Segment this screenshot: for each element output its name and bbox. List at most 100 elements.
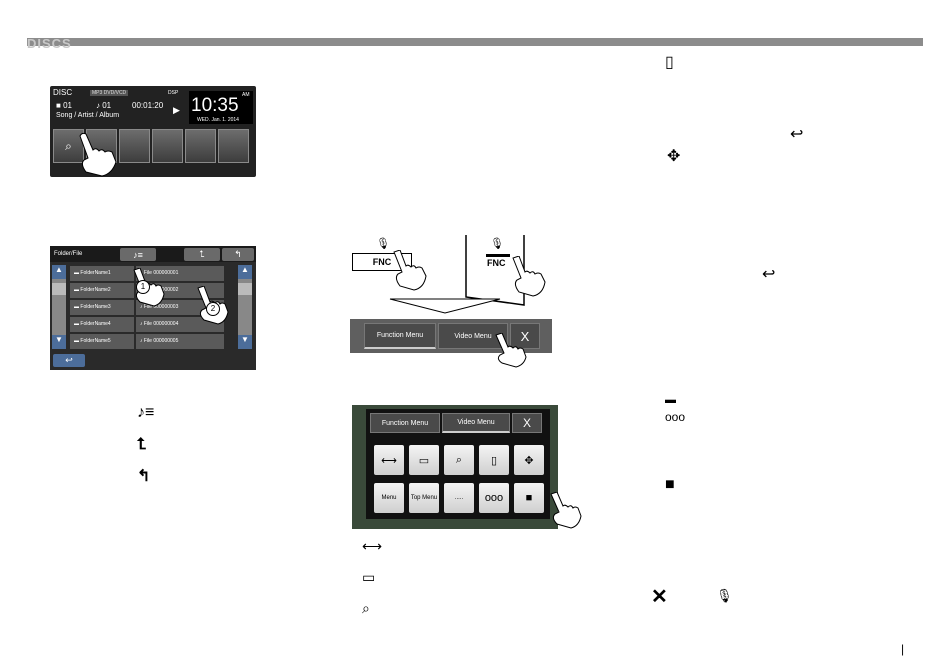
film-icon: ▯ bbox=[665, 54, 674, 71]
play-icon: ▶ bbox=[173, 105, 180, 115]
cursor-icon: ✥ bbox=[524, 454, 534, 467]
audio-button[interactable]: ooo bbox=[479, 483, 509, 513]
folder-icon: ■ bbox=[56, 101, 61, 110]
blank-button-6[interactable] bbox=[218, 129, 249, 163]
file-item[interactable]: ♪ File 000000004 bbox=[136, 317, 224, 332]
camera-icon: ■ bbox=[525, 492, 533, 504]
blank-button-3[interactable] bbox=[119, 129, 150, 163]
scroll-thumb[interactable] bbox=[52, 283, 66, 295]
tag-info: Song / Artist / Album bbox=[56, 112, 120, 119]
list-title: Folder/File bbox=[54, 251, 83, 257]
picture-adjust-icon: ▭ bbox=[418, 454, 430, 467]
folder-item[interactable]: ▬ FolderName4 bbox=[70, 317, 134, 332]
function-menu-tab[interactable]: Function Menu bbox=[364, 323, 436, 349]
film-button[interactable]: ▯ bbox=[479, 445, 509, 475]
folder-up-icon: ⮤ bbox=[199, 249, 205, 259]
close-button[interactable]: X bbox=[510, 323, 540, 349]
note-icon: ♪ bbox=[96, 101, 100, 110]
folder-item[interactable]: ▬ FolderName1 bbox=[70, 266, 134, 281]
cursor-button[interactable]: ✥ bbox=[514, 445, 544, 475]
hand-pointer-icon bbox=[393, 250, 427, 291]
mic-icon: 🎙 bbox=[490, 238, 504, 250]
blank-button-5[interactable] bbox=[185, 129, 216, 163]
picture-adjust-button[interactable]: ▭ bbox=[409, 445, 439, 475]
function-bar: Function Menu Video Menu X bbox=[350, 319, 552, 353]
mic-icon: 🎙 bbox=[376, 238, 390, 250]
return-icon: ↩ bbox=[65, 355, 73, 365]
clock-time: 10:35 bbox=[191, 95, 239, 116]
dsp-label: DSP bbox=[168, 90, 179, 96]
film-icon: ▯ bbox=[490, 454, 498, 467]
play-time: 00:01:20 bbox=[132, 101, 164, 110]
angle-button[interactable]: ■ bbox=[514, 483, 544, 513]
fnc-button-left[interactable]: FNC bbox=[352, 253, 412, 271]
track-number: ♪ 01 bbox=[96, 101, 112, 110]
return-button[interactable]: ↩ bbox=[53, 354, 85, 367]
cursor-icon: ✥ bbox=[667, 148, 681, 165]
folder-up-icon: ⮤ bbox=[137, 436, 147, 453]
hand-pointer-icon bbox=[512, 256, 546, 297]
music-list-icon: ♪≡ bbox=[133, 249, 143, 260]
scroll-up-icon[interactable]: ▲ bbox=[52, 265, 66, 279]
music-list-button[interactable]: ♪≡ bbox=[120, 248, 156, 261]
folder-item[interactable]: ▬ FolderName5 bbox=[70, 334, 134, 349]
folder-back-button[interactable]: ↰ bbox=[222, 248, 254, 261]
fnc-label-right[interactable]: FNC bbox=[487, 258, 506, 268]
folder-file-list-screen: Folder/File ♪≡ ⮤ ↰ ▲ ▼ ▲ ▼ ▬ FolderName1… bbox=[50, 246, 256, 370]
down-arrow-indicator bbox=[389, 298, 501, 314]
video-menu-panel: Function Menu Video Menu X ⟷ ▭ ⌕ ▯ ✥ Men… bbox=[352, 405, 558, 529]
disc-playback-screen: DISC MP3 DVD/VCD DSP ■ 01 ♪ 01 00:01:20 … bbox=[50, 86, 256, 177]
folder-item[interactable]: ▬ FolderName2 bbox=[70, 283, 134, 298]
source-label: DISC bbox=[53, 88, 73, 97]
top-menu-button[interactable]: Top Menu bbox=[409, 483, 439, 513]
header-bar bbox=[27, 38, 923, 46]
video-menu-tab[interactable]: Video Menu bbox=[438, 323, 508, 349]
callout-1: 1 bbox=[136, 280, 150, 294]
folder-item[interactable]: ▬ FolderName3 bbox=[70, 300, 134, 315]
right-scrollbar[interactable]: ▲ ▼ bbox=[238, 265, 252, 349]
function-menu-tab[interactable]: Function Menu bbox=[370, 413, 440, 433]
clock-date: WED. Jan. 1. 2014 bbox=[197, 117, 239, 123]
scroll-down-icon[interactable]: ▼ bbox=[238, 335, 252, 349]
subtitle-button[interactable]: ..... bbox=[444, 483, 474, 513]
hand-pointer-icon bbox=[79, 132, 117, 177]
scroll-thumb[interactable] bbox=[238, 283, 252, 295]
hand-pointer-icon bbox=[550, 492, 582, 529]
menu-button[interactable]: Menu bbox=[374, 483, 404, 513]
audio-icon: ooo bbox=[484, 492, 504, 504]
file-list: ▬ FolderName1 ♪ File 000000001 ▬ FolderN… bbox=[70, 266, 224, 351]
fnc-key-bar bbox=[486, 254, 510, 257]
picture-adjust-icon: ▭ bbox=[362, 569, 376, 585]
search-button[interactable]: ⌕ bbox=[53, 129, 84, 163]
search-icon: ⌕ bbox=[65, 138, 72, 153]
callout-2: 2 bbox=[206, 302, 220, 316]
aspect-button[interactable]: ⟷ bbox=[374, 445, 404, 475]
scroll-up-icon[interactable]: ▲ bbox=[238, 265, 252, 279]
folder-back-icon: ↰ bbox=[137, 468, 151, 485]
zoom-button[interactable]: ⌕ bbox=[444, 445, 474, 475]
subtitle-icon: ▬ bbox=[665, 394, 676, 406]
audio-icon: ooo bbox=[665, 410, 686, 424]
page-number-bar: | bbox=[901, 642, 905, 656]
blank-button-4[interactable] bbox=[152, 129, 183, 163]
aspect-icon: ⟷ bbox=[381, 454, 397, 467]
zoom-icon: ⌕ bbox=[362, 600, 370, 616]
close-button[interactable]: X bbox=[512, 413, 542, 433]
hand-pointer-icon bbox=[495, 333, 527, 368]
scroll-down-icon[interactable]: ▼ bbox=[52, 335, 66, 349]
music-list-icon: ♪≡ bbox=[137, 404, 155, 421]
ampm-label: AM bbox=[242, 92, 250, 98]
clock-box: AM 10:35 WED. Jan. 1. 2014 bbox=[189, 91, 253, 124]
folder-up-button[interactable]: ⮤ bbox=[184, 248, 220, 261]
close-icon: ✕ bbox=[651, 586, 668, 608]
file-item[interactable]: ♪ File 000000005 bbox=[136, 334, 224, 349]
folder-number: ■ 01 bbox=[56, 101, 72, 110]
list-row: ▬ FolderName4 ♪ File 000000004 bbox=[70, 317, 224, 332]
video-menu-tab[interactable]: Video Menu bbox=[442, 413, 510, 433]
format-badge: MP3 DVD/VCD bbox=[90, 90, 129, 96]
aspect-icon: ⟷ bbox=[362, 538, 383, 554]
mic-icon: 🎙 bbox=[716, 588, 733, 603]
camera-icon: ■ bbox=[665, 476, 675, 493]
left-scrollbar[interactable]: ▲ ▼ bbox=[52, 265, 66, 349]
return-icon: ↩ bbox=[762, 266, 776, 283]
